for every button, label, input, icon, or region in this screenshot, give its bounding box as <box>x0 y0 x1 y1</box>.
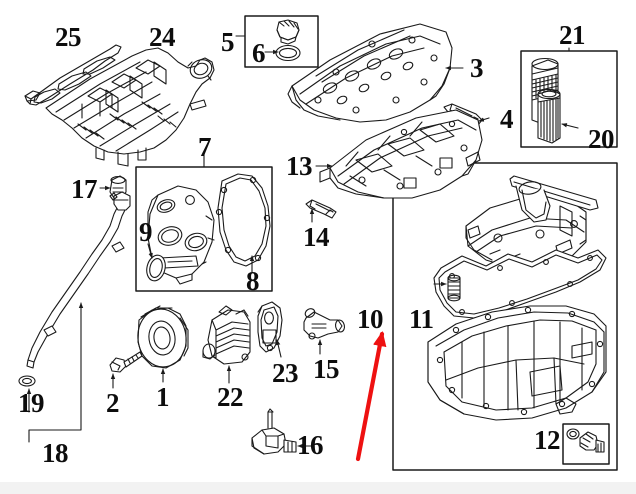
part-oil-pan-stud-sleeve <box>447 274 461 302</box>
part-intake-manifold-gasket <box>24 44 122 106</box>
part-oil-level-sensor <box>251 408 297 455</box>
callout-5: 5 <box>221 27 235 57</box>
callout-12: 12 <box>534 425 561 455</box>
part-valve-cover <box>287 23 453 123</box>
callout-16: 16 <box>297 430 324 460</box>
part-drain-plug-washer <box>566 428 580 440</box>
callout-13: 13 <box>286 151 313 181</box>
leader-9 <box>147 243 153 259</box>
page-bottom-strip <box>0 482 636 494</box>
part-oil-filter-element <box>537 88 561 144</box>
callout-6: 6 <box>252 38 266 68</box>
callout-24: 24 <box>149 22 176 52</box>
part-dipstick-tube <box>26 191 131 369</box>
callout-15: 15 <box>313 354 340 384</box>
callout-11: 11 <box>409 304 434 334</box>
part-oil-cooler <box>202 305 251 365</box>
callout-20: 20 <box>588 124 615 154</box>
part-oil-spray-jet <box>305 199 337 219</box>
callout-8: 8 <box>246 266 260 296</box>
leader-23 <box>275 339 282 358</box>
callout-18: 18 <box>42 438 69 468</box>
callout-23: 23 <box>272 358 299 388</box>
callout-14: 14 <box>303 222 330 252</box>
callout-10: 10 <box>357 304 384 334</box>
part-oil-filler-cap-seal <box>275 44 301 62</box>
callout-19: 19 <box>18 388 45 418</box>
part-drain-plug <box>579 431 605 453</box>
part-oil-filler-cap <box>276 19 300 45</box>
part-crankshaft-pulley-bolt <box>109 351 143 373</box>
callout-25: 25 <box>55 22 82 52</box>
red-pointer-arrow <box>355 331 387 462</box>
part-dipstick-tube-seal <box>18 375 36 387</box>
callout-9: 9 <box>139 217 153 247</box>
callout-1: 1 <box>156 382 170 412</box>
callout-17: 17 <box>71 174 98 204</box>
part-crankshaft-pulley <box>137 305 189 369</box>
part-upper-oil-pan <box>319 109 483 199</box>
leader-20 <box>561 123 579 129</box>
part-intake-manifold <box>45 47 215 167</box>
callout-21: 21 <box>559 20 586 50</box>
part-oil-thermostat-valve <box>303 308 346 340</box>
part-oil-pan-gasket <box>433 249 607 319</box>
callout-2: 2 <box>106 388 120 418</box>
callout-3: 3 <box>470 53 484 83</box>
part-lower-oil-pan <box>427 305 607 421</box>
leader-4 <box>478 117 490 122</box>
callout-4: 4 <box>500 104 514 134</box>
callout-22: 22 <box>217 382 244 412</box>
callout-7: 7 <box>198 132 212 162</box>
part-timing-cover-seal <box>146 254 166 282</box>
part-timing-cover-gasket <box>215 173 271 267</box>
leader-18-bracket <box>28 302 84 443</box>
